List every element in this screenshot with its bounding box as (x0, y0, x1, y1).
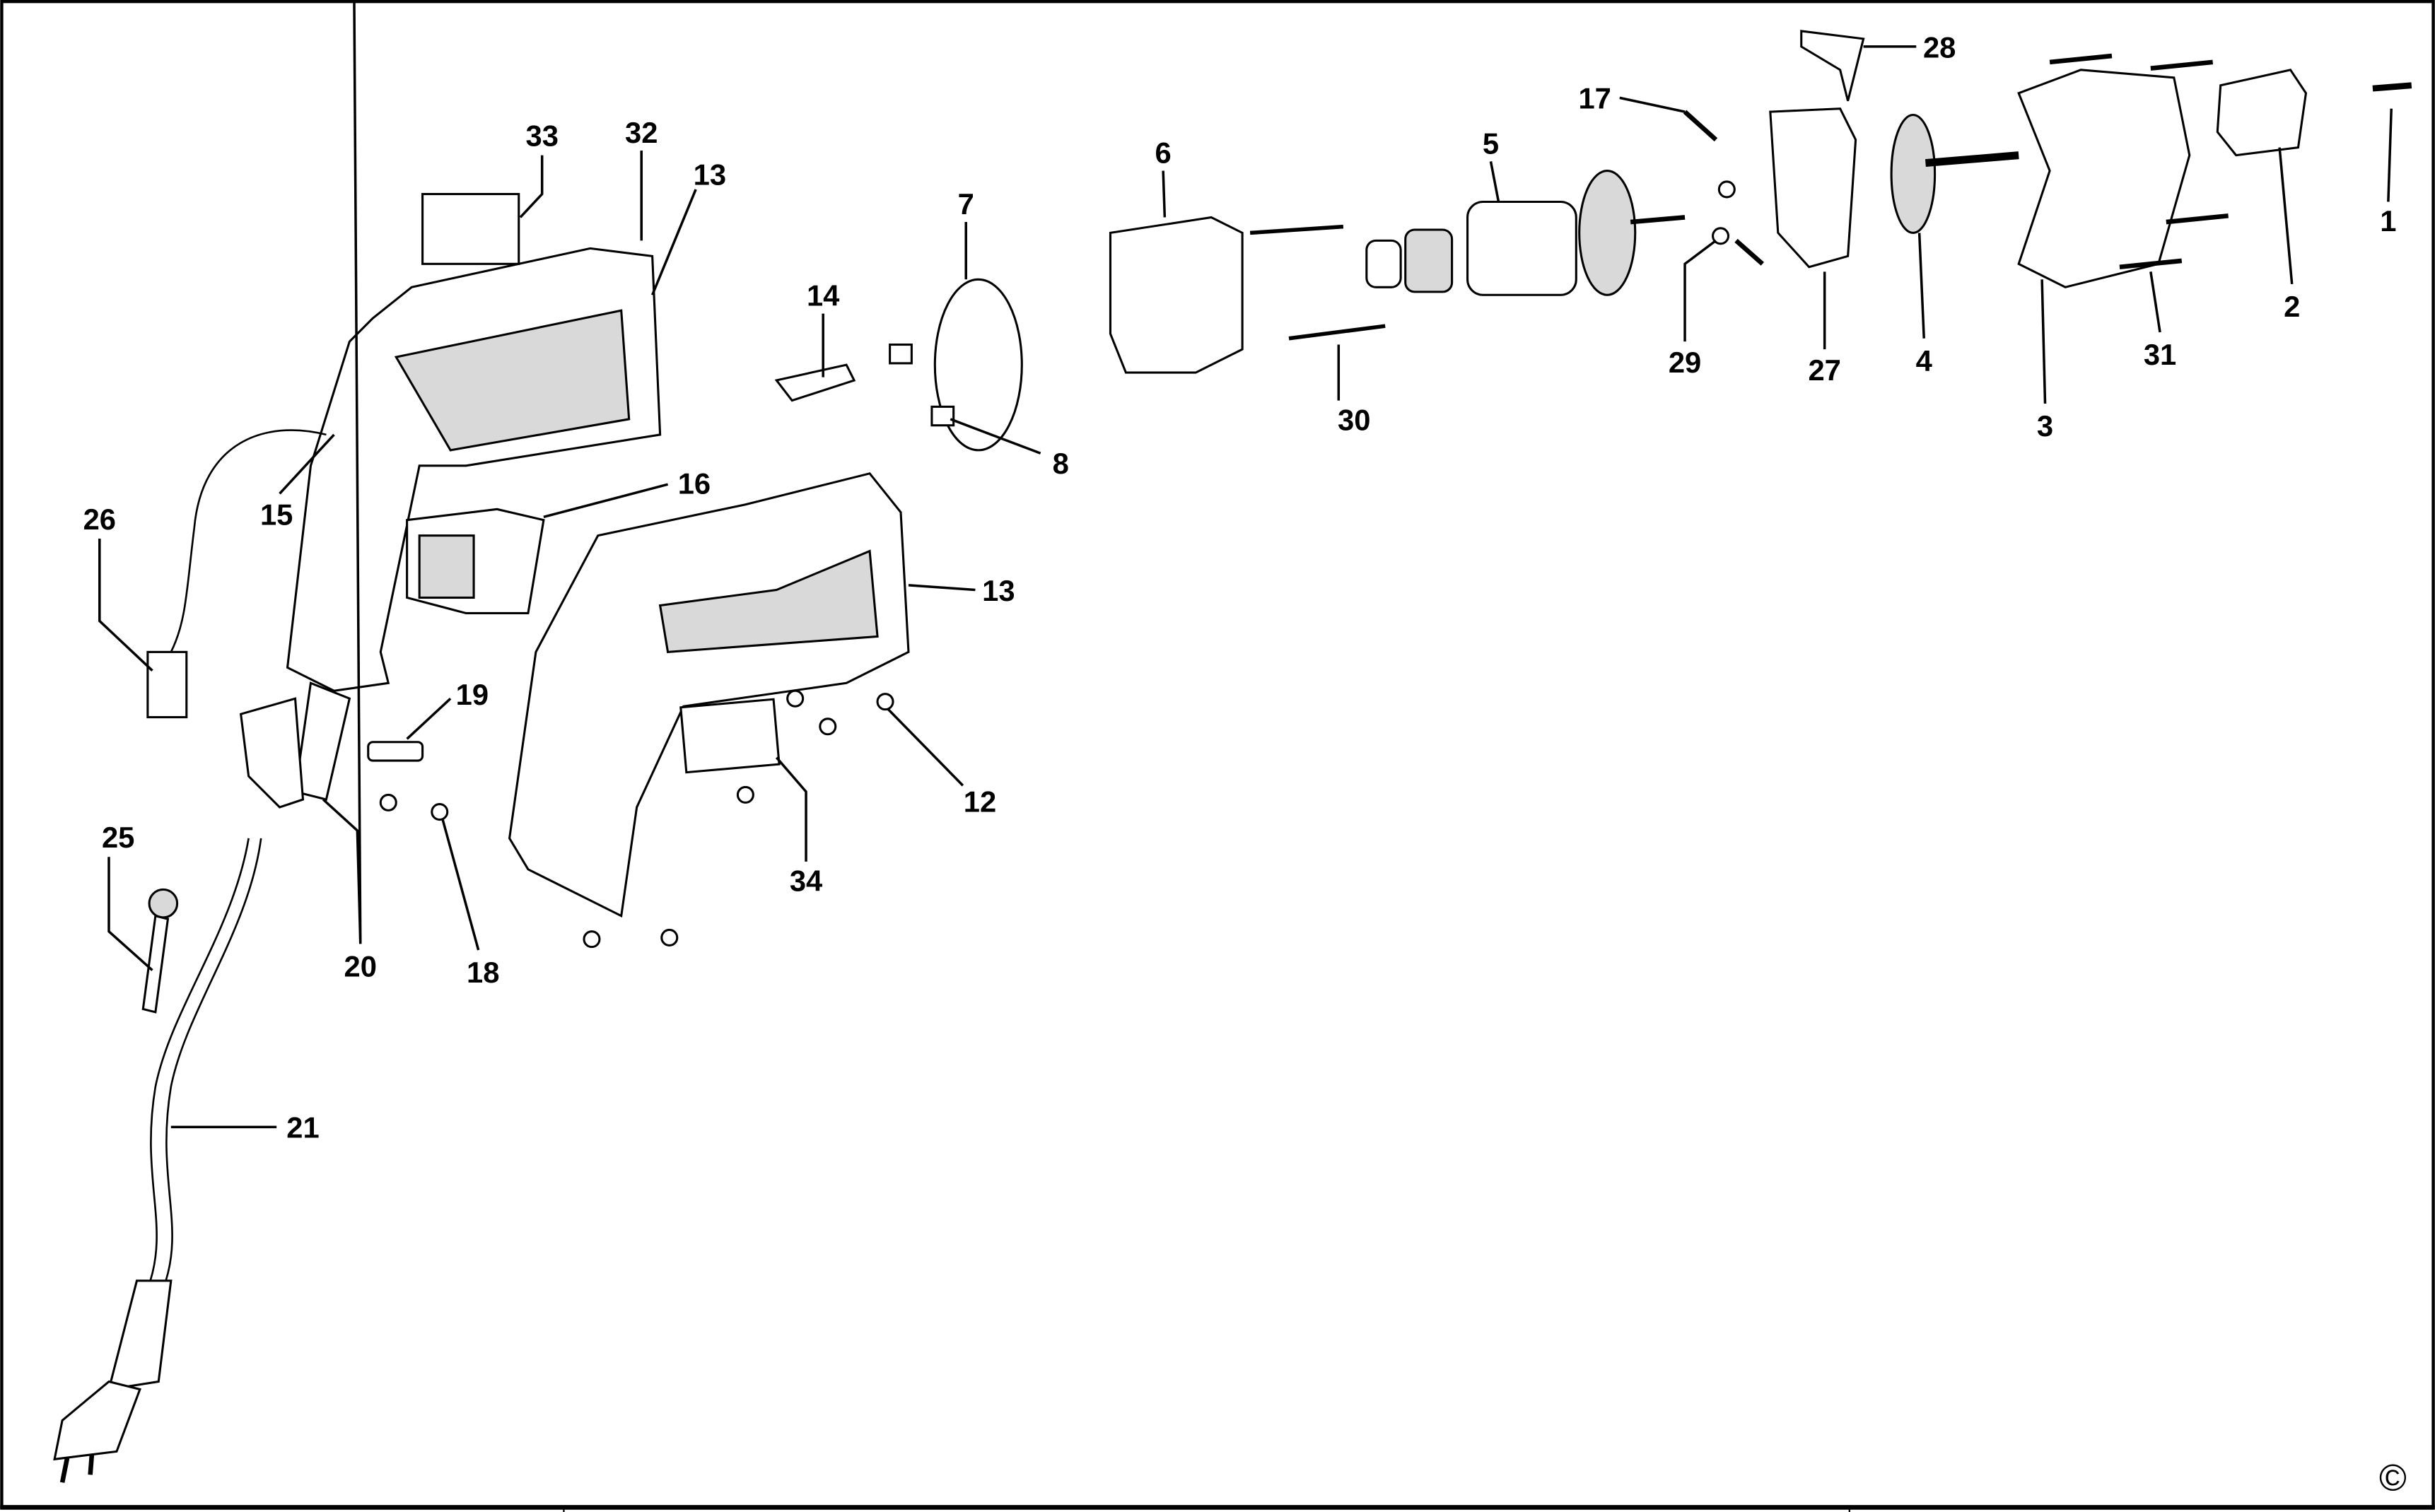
plug (107, 1279, 173, 1391)
callout-21: 21 (286, 1111, 319, 1144)
callout-25: 25 (102, 821, 134, 854)
gearbox (1769, 107, 1857, 269)
brush-holder (146, 650, 188, 719)
callout-14: 14 (807, 279, 839, 312)
callout-7: 7 (958, 187, 974, 221)
callout-16: 16 (678, 467, 711, 500)
screw (2166, 213, 2229, 225)
power-cord (162, 838, 262, 1289)
callout-33: 33 (525, 119, 558, 152)
washer (1712, 227, 1730, 245)
cord-guard (239, 681, 351, 809)
callout-13-right: 13 (982, 574, 1015, 607)
screw (379, 793, 397, 811)
callout-6: 6 (1155, 136, 1172, 170)
carbon-brush (930, 405, 955, 427)
chuck-key (141, 888, 179, 1014)
callout-8: 8 (1053, 447, 1069, 480)
callout-17: 17 (1578, 82, 1611, 115)
callout-34: 34 (790, 865, 822, 898)
screw (660, 928, 679, 947)
armature (1365, 170, 1686, 296)
screw (2119, 258, 2183, 270)
rating-label (421, 192, 520, 265)
chuck (2216, 69, 2308, 157)
callout-5: 5 (1483, 127, 1499, 160)
housing-right-half (508, 472, 910, 918)
leader-lines (98, 0, 2393, 1129)
callout-26: 26 (83, 503, 116, 536)
switch-trigger (406, 508, 545, 614)
brush-wire (170, 429, 327, 652)
screw (819, 717, 837, 736)
callout-12: 12 (964, 785, 996, 819)
long-screw (1288, 324, 1386, 341)
callout-1: 1 (2380, 204, 2396, 238)
callout-20: 20 (344, 949, 377, 983)
callout-2: 2 (2284, 290, 2300, 323)
callout-3: 3 (2037, 409, 2053, 443)
screw (2049, 53, 2113, 65)
screw (431, 803, 449, 821)
callout-32: 32 (625, 116, 658, 149)
copyright-mark: © (2379, 1457, 2407, 1499)
carbon-brush (889, 343, 913, 365)
callout-28: 28 (1923, 30, 1956, 64)
label-plate (679, 698, 781, 774)
gear-case (2017, 69, 2191, 288)
screw (1683, 110, 1718, 142)
brush-plate (933, 278, 1023, 452)
screw (2150, 59, 2214, 71)
gear (1890, 113, 2019, 234)
callout-4: 4 (1916, 344, 1932, 377)
power-cord (146, 838, 250, 1289)
callout-15: 15 (260, 498, 293, 531)
lever (774, 363, 856, 402)
callout-29: 29 (1669, 346, 1701, 379)
callout-31: 31 (2144, 338, 2176, 371)
screw (736, 785, 754, 804)
washer (1717, 180, 1736, 199)
callout-13-left: 13 (694, 158, 726, 191)
cord-clamp (367, 741, 424, 762)
switch-knob (1800, 30, 1865, 102)
field-stator (1109, 216, 1244, 374)
callout-19: 19 (456, 678, 489, 711)
housing-left-half (286, 247, 662, 692)
long-screw (1249, 224, 1344, 235)
screw (876, 693, 894, 711)
screw (786, 689, 805, 708)
callout-27: 27 (1808, 353, 1840, 387)
chuck-screw (2372, 82, 2412, 92)
callout-30: 30 (1338, 403, 1370, 436)
screw (583, 930, 601, 949)
callout-18: 18 (467, 956, 499, 989)
screw (1734, 238, 1765, 266)
plug-body (53, 1380, 141, 1461)
